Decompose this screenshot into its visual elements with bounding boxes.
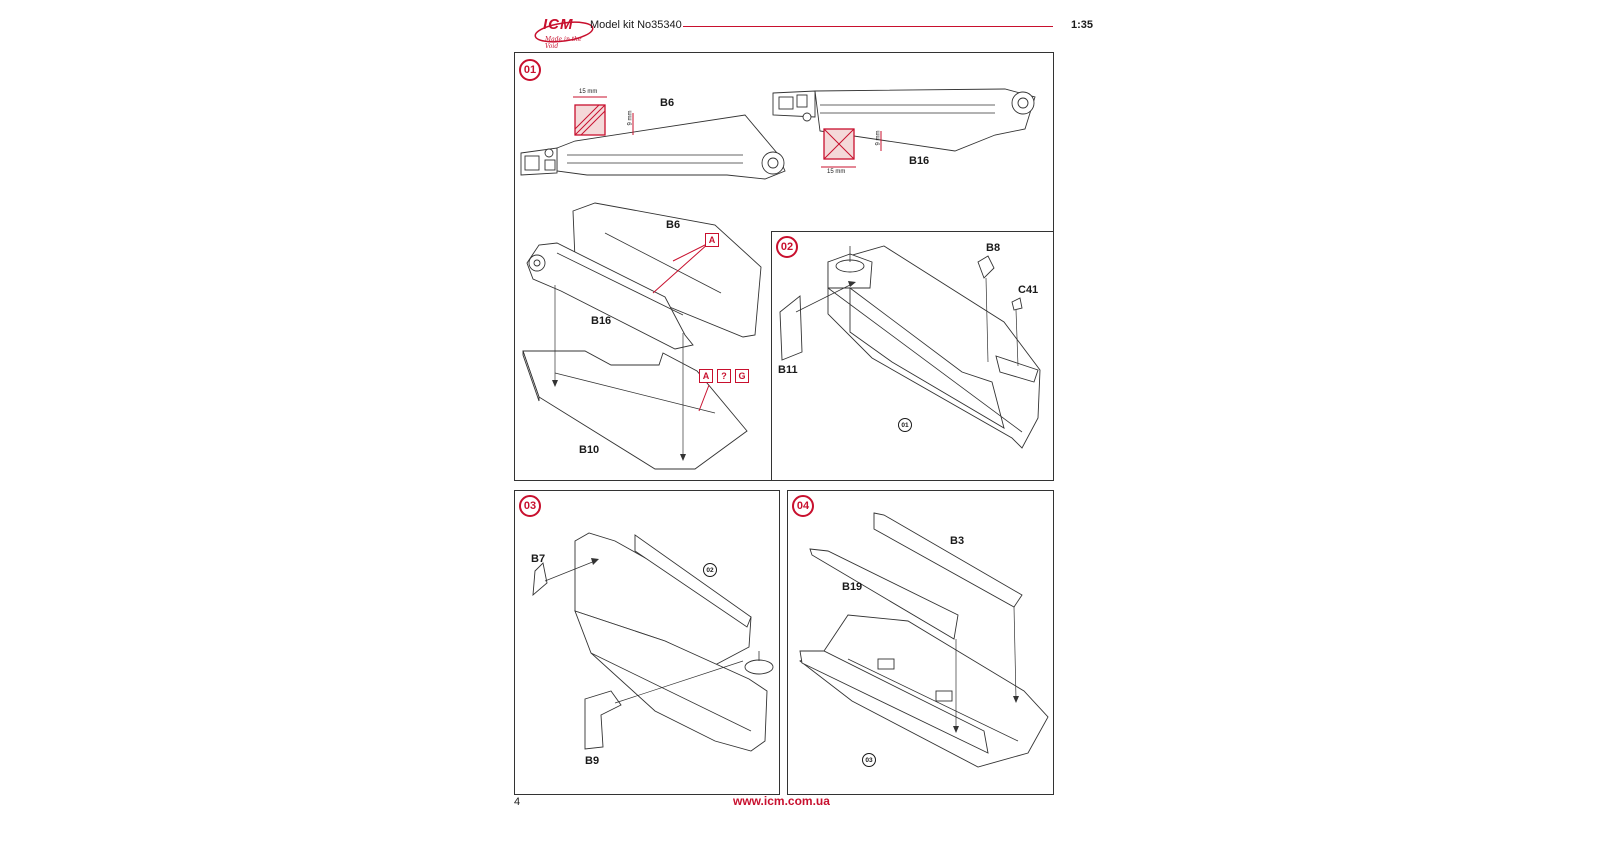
step-03-drawing (532, 532, 774, 752)
step-01-assembly (522, 202, 762, 470)
header-divider (683, 26, 1053, 27)
part-label-c41: C41 (1018, 284, 1039, 296)
part-label-b10: B10 (579, 444, 600, 456)
paint-code-g: G (735, 369, 749, 383)
dim-height-1: 9 mm (627, 110, 634, 126)
paint-code-q: ? (717, 369, 731, 383)
step-02-panel: 02 B8 C41 B11 01 (771, 231, 1054, 481)
step-04-panel: 04 B3 B19 03 (787, 490, 1054, 795)
b6-side-view (520, 96, 786, 180)
dim-width-2: 15 mm (827, 169, 846, 175)
dim-width-1: 15 mm (579, 89, 598, 95)
dim-height-2: 9 mm (875, 130, 882, 146)
part-label-b3: B3 (950, 535, 965, 547)
step-03-ref-badge: 02 (703, 563, 717, 577)
scale-label: 1:35 (1071, 19, 1094, 31)
model-title: Model kit No35340 (590, 19, 682, 31)
b16-side-view (772, 88, 1036, 168)
icm-logo: ICM Made in the Void (533, 14, 595, 50)
step-04-badge: 04 (792, 495, 814, 517)
website-link[interactable]: www.icm.com.ua (733, 794, 830, 808)
step-01-drawing (520, 88, 1036, 470)
step-04-ref-badge: 03 (862, 753, 876, 767)
part-label-b6-top: B6 (660, 97, 675, 109)
part-label-b8: B8 (986, 242, 1001, 254)
paint-code-a: A (705, 233, 719, 247)
part-label-b16-top: B16 (909, 155, 930, 167)
page-header: ICM Made in the Void Model kit No35340 1… (533, 14, 1093, 50)
part-label-b11: B11 (778, 364, 798, 376)
page-number: 4 (514, 796, 521, 808)
part-label-b9: B9 (585, 755, 600, 767)
part-label-b19: B19 (842, 581, 863, 593)
step-03-badge: 03 (519, 495, 541, 517)
step-01-badge: 01 (519, 59, 541, 81)
step-04-drawing (799, 512, 1049, 768)
step-03-panel: 03 B7 B9 02 (514, 490, 780, 795)
step-02-ref-badge: 01 (898, 418, 912, 432)
part-label-b6: B6 (666, 219, 681, 231)
step-02-drawing (779, 245, 1041, 449)
paint-code-a-2: A (699, 369, 713, 383)
part-label-b16: B16 (591, 315, 612, 327)
step-02-badge: 02 (776, 236, 798, 258)
part-label-b7: B7 (531, 553, 546, 565)
